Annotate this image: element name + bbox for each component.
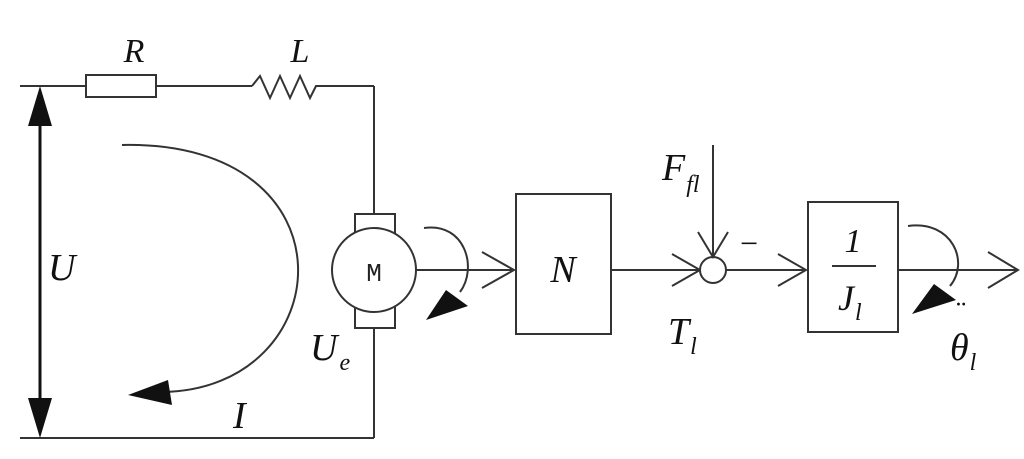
output-label: θl — [950, 327, 977, 376]
current-arc — [121, 143, 299, 393]
back-emf-label: Ue — [310, 327, 350, 376]
current-label: I — [232, 395, 248, 437]
voltage-arrow-down-head — [28, 398, 52, 438]
shaft-arrow-head — [481, 251, 517, 289]
inductor-symbol — [251, 73, 322, 101]
inertia-numerator: 1 — [845, 223, 862, 260]
motor-label: M — [366, 259, 382, 289]
friction-label: Ffl — [661, 147, 700, 198]
gear-ratio-label: N — [549, 249, 578, 291]
voltage-label: U — [48, 247, 78, 289]
output-accent: ¨ — [954, 296, 966, 329]
summing-junction — [699, 256, 727, 284]
gear-ratio-block — [515, 193, 612, 335]
current-arrow-head — [128, 380, 172, 405]
armature-circuit: R L U I M Ue — [20, 33, 417, 439]
friction-arrow-head — [697, 231, 729, 259]
output-rotation-arc — [907, 224, 960, 287]
net-torque-arrow-head — [777, 253, 809, 287]
voltage-arrow-up-head — [28, 86, 52, 126]
motor-rotation-arrow-head — [426, 290, 468, 320]
load-block-diagram: N Tl Ffl − 1 Jl ¨ θl — [416, 145, 1020, 376]
motor-rotation-arc — [423, 226, 469, 293]
inertia-denominator: Jl — [838, 278, 862, 326]
resistor-symbol — [85, 74, 157, 98]
inductor-label: L — [290, 33, 310, 70]
output-arrow-head — [987, 251, 1020, 289]
load-torque-label: Tl — [668, 311, 697, 360]
output-rotation-arrow-head — [912, 284, 956, 314]
resistor-label: R — [123, 33, 145, 70]
summing-minus-sign: − — [738, 225, 760, 261]
